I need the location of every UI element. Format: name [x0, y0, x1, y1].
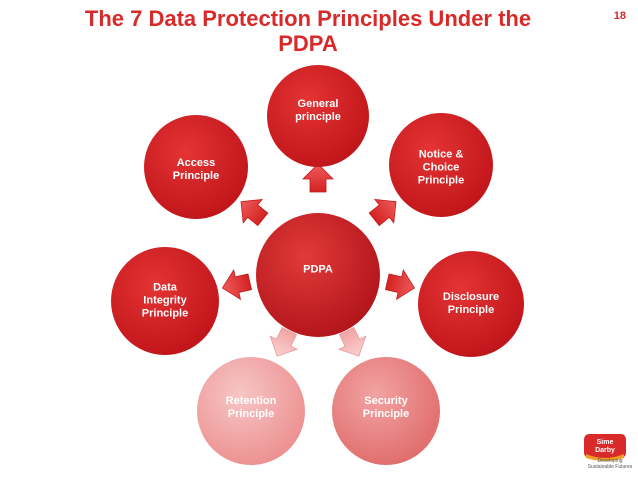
- label-line: Integrity: [143, 294, 187, 307]
- logo-tagline-line: Sustainable Futures: [587, 464, 633, 470]
- page-title: The 7 Data Protection Principles Under t…: [20, 6, 596, 56]
- arrow-integrity: [221, 269, 253, 301]
- arrow-access: [240, 198, 269, 227]
- label-retention: Retention Principle: [226, 395, 277, 421]
- logo-word-2: Darby: [595, 447, 615, 454]
- arrow-retention: [269, 326, 299, 357]
- center-label: PDPA: [303, 263, 333, 276]
- center-circle: [256, 213, 380, 337]
- label-line: Security: [364, 395, 408, 407]
- arrow-notice: [368, 198, 397, 227]
- label-line: Notice &: [418, 148, 464, 161]
- title-line-2: PDPA: [278, 31, 338, 56]
- label-line: Principle: [362, 408, 410, 420]
- label-notice: Notice & Choice Principle: [418, 149, 464, 188]
- label-line: General: [297, 98, 339, 110]
- label-line: principle: [295, 111, 341, 123]
- label-line: Principle: [172, 170, 220, 182]
- label-line: Retention: [225, 395, 277, 407]
- circle-general: [267, 65, 369, 167]
- label-line: Principle: [447, 304, 495, 316]
- title-line-1: The 7 Data Protection Principles Under t…: [84, 6, 532, 31]
- arrow-general: [302, 163, 334, 193]
- label-line: Principle: [417, 174, 465, 187]
- circle-integrity: [111, 247, 219, 355]
- circle-retention: [197, 357, 305, 465]
- label-disclosure: Disclosure Principle: [443, 291, 499, 317]
- circle-security: [332, 357, 440, 465]
- arrow-disclosure: [384, 269, 416, 301]
- label-line: Principle: [227, 408, 275, 420]
- circle-notice: [389, 113, 493, 217]
- sime-darby-logo: Sime Darby: [584, 434, 626, 461]
- label-security: Security Principle: [363, 395, 409, 421]
- logo-tagline-line: Developing: [597, 458, 623, 464]
- circle-disclosure: [418, 251, 524, 357]
- label-access: Access Principle: [173, 157, 219, 183]
- label-line: Data: [153, 281, 177, 294]
- label-general: General principle: [295, 98, 341, 124]
- logo-word-1: Sime: [597, 439, 614, 446]
- label-line: Principle: [141, 307, 189, 320]
- arrow-security: [337, 326, 367, 357]
- label-line: Choice: [422, 161, 460, 174]
- label-integrity: Data Integrity Principle: [142, 282, 188, 321]
- page-number: 18: [613, 10, 626, 22]
- circle-access: [144, 115, 248, 219]
- label-line: Disclosure: [442, 291, 500, 303]
- logo-tagline: Developing Sustainable Futures: [586, 458, 634, 470]
- label-line: Access: [176, 157, 216, 169]
